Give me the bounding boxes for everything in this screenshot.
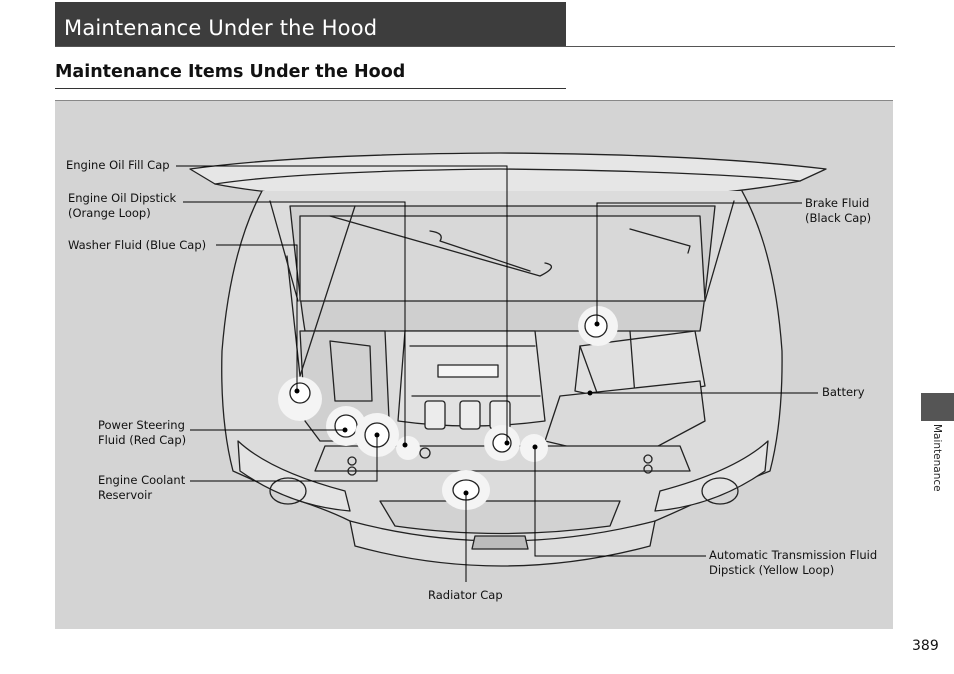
section-tab-label: Maintenance — [921, 424, 954, 514]
section-heading: Maintenance Items Under the Hood — [55, 62, 406, 82]
label-washer-fluid: Washer Fluid (Blue Cap) — [68, 238, 207, 252]
section-tab-text: Maintenance — [931, 424, 943, 492]
label-engine-oil-fill-cap: Engine Oil Fill Cap — [66, 158, 170, 172]
section-tab — [921, 393, 954, 421]
label-power-steering-fluid: Power Steering Fluid (Red Cap) — [98, 418, 187, 447]
title-bar — [55, 2, 566, 46]
title-rule — [55, 46, 895, 47]
section-rule — [55, 88, 566, 89]
engine-bay-drawing — [176, 152, 827, 582]
engine-bay-illustration: Engine Oil Fill Cap Engine Oil Dipstick … — [55, 100, 893, 629]
label-engine-coolant-reservoir: Engine Coolant Reservoir — [98, 473, 186, 502]
label-engine-oil-dipstick: Engine Oil Dipstick (Orange Loop) — [68, 191, 177, 220]
page-number: 389 — [912, 638, 939, 654]
label-battery: Battery — [822, 385, 865, 399]
label-brake-fluid: Brake Fluid (Black Cap) — [805, 196, 872, 225]
page-title: Maintenance Under the Hood — [64, 16, 378, 40]
label-automatic-transmission-fluid: Automatic Transmission Fluid Dipstick (Y… — [709, 548, 878, 577]
label-radiator-cap: Radiator Cap — [428, 588, 503, 602]
